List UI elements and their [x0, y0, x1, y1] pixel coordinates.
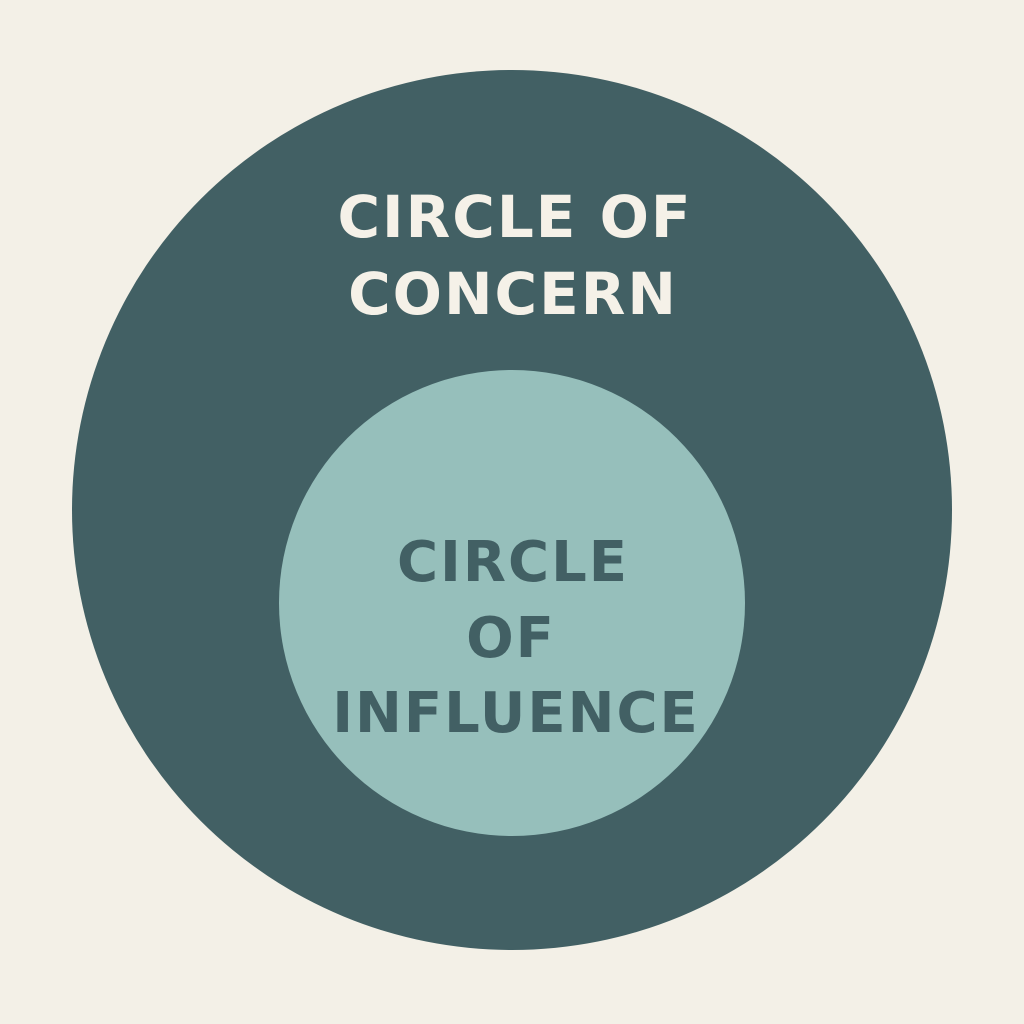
influence-label-line-1: CIRCLE: [397, 530, 629, 595]
circle-of-influence: [279, 370, 745, 836]
influence-label-line-3: INFLUENCE: [332, 681, 700, 746]
concern-label-line-1: CIRCLE OF: [337, 183, 692, 251]
influence-label-line-2: OF: [466, 606, 556, 671]
concern-label-line-2: CONCERN: [348, 260, 678, 328]
